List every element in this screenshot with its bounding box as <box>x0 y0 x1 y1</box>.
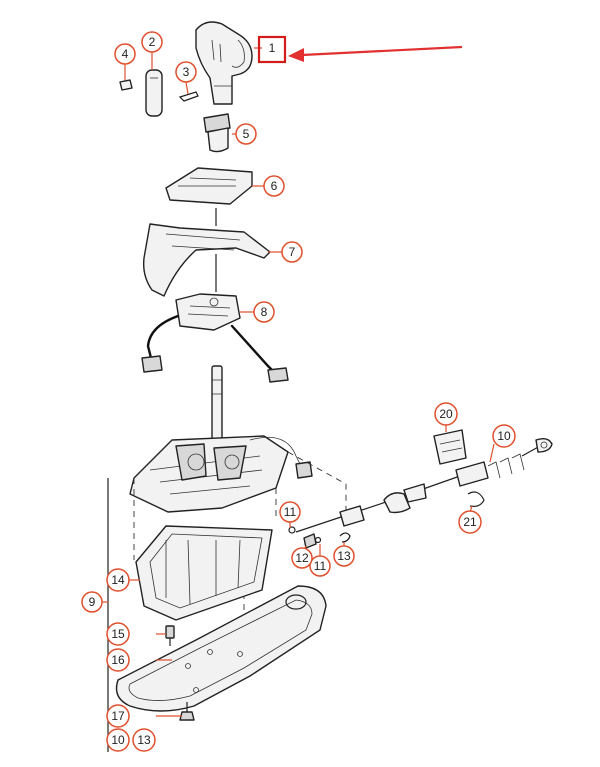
svg-text:14: 14 <box>111 573 125 587</box>
svg-text:20: 20 <box>439 407 453 421</box>
callout-2[interactable]: 2 <box>141 31 163 53</box>
callout-21[interactable]: 21 <box>458 510 482 534</box>
svg-text:16: 16 <box>111 653 125 667</box>
svg-text:12: 12 <box>295 551 309 565</box>
part-indicator-plate <box>165 167 253 226</box>
part-small-cap <box>119 79 133 91</box>
callout-13-bottom[interactable]: 13 <box>132 728 156 752</box>
part-selector-unit <box>141 293 289 383</box>
svg-text:21: 21 <box>463 515 477 529</box>
part-shift-rod <box>211 365 223 441</box>
part-gasket <box>115 585 327 712</box>
svg-text:13: 13 <box>137 733 151 747</box>
svg-text:11: 11 <box>284 505 297 519</box>
part-cable-bracket <box>433 429 467 465</box>
part-base-tray <box>135 525 273 621</box>
part-shifter-mechanism <box>129 435 313 513</box>
svg-text:6: 6 <box>271 179 278 193</box>
svg-text:5: 5 <box>243 127 250 141</box>
callout-5[interactable]: 5 <box>235 123 257 145</box>
callout-14[interactable]: 14 <box>106 568 130 592</box>
callout-11-upper[interactable]: 11 <box>279 501 301 523</box>
part-button-strip <box>145 69 163 117</box>
part-shift-knob <box>195 21 253 105</box>
part-lock-insert <box>203 113 231 153</box>
callout-11-lower[interactable]: 11 <box>309 555 331 577</box>
svg-text:1: 1 <box>269 41 276 55</box>
svg-text:7: 7 <box>289 245 296 259</box>
callout-1[interactable]: 1 <box>262 38 282 58</box>
callout-7[interactable]: 7 <box>281 241 303 263</box>
svg-text:8: 8 <box>261 305 268 319</box>
svg-text:2: 2 <box>149 35 156 49</box>
svg-text:13: 13 <box>337 549 351 563</box>
svg-text:4: 4 <box>122 47 129 61</box>
svg-text:10: 10 <box>111 733 125 747</box>
part-circlip <box>467 491 485 507</box>
part-console-bezel <box>142 223 271 297</box>
callout-17[interactable]: 17 <box>106 704 130 728</box>
guide-dashed-box <box>133 451 347 560</box>
svg-text:11: 11 <box>314 559 327 573</box>
callout-4[interactable]: 4 <box>114 43 136 65</box>
part-bolt-lower <box>179 702 195 721</box>
callout-20[interactable]: 20 <box>434 402 458 426</box>
part-cable-clip-small <box>288 526 351 549</box>
svg-text:10: 10 <box>497 429 511 443</box>
callout-6[interactable]: 6 <box>263 175 285 197</box>
callout-8[interactable]: 8 <box>253 301 275 323</box>
pointer-arrow <box>288 45 463 62</box>
part-shift-cable <box>295 437 553 533</box>
svg-text:9: 9 <box>89 595 96 609</box>
callout-12[interactable]: 12 <box>291 547 313 569</box>
svg-text:17: 17 <box>111 709 125 723</box>
part-clip <box>178 91 199 102</box>
callout-9[interactable]: 9 <box>81 591 103 613</box>
callout-10-cable[interactable]: 10 <box>492 424 516 448</box>
callout-3[interactable]: 3 <box>175 61 197 83</box>
svg-text:15: 15 <box>111 627 125 641</box>
callout-15[interactable]: 15 <box>106 622 130 646</box>
part-bolt-upper <box>165 625 175 646</box>
callout-10-bottom[interactable]: 10 <box>106 728 130 752</box>
callout-16[interactable]: 16 <box>106 648 130 672</box>
callout-13-cable[interactable]: 13 <box>333 545 355 567</box>
highlight-box <box>257 35 287 64</box>
svg-text:3: 3 <box>183 65 190 79</box>
